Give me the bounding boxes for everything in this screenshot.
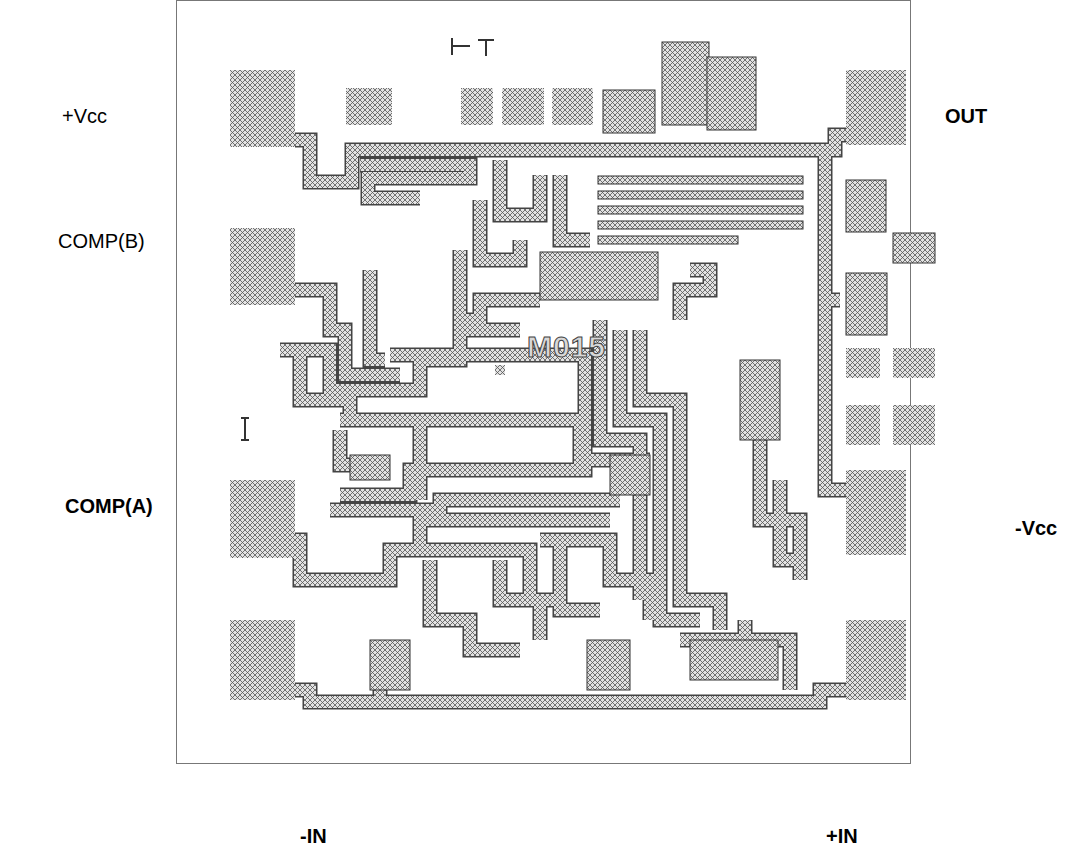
pin-label: OUT <box>945 105 987 127</box>
components <box>350 42 935 690</box>
bond-pads <box>230 70 935 700</box>
die-frame <box>177 1 911 764</box>
pin-label: COMP(A) <box>65 495 153 517</box>
pin-label: +IN <box>826 825 858 847</box>
pin-label: COMP(B) <box>58 230 145 252</box>
layout-marks <box>241 38 505 440</box>
pin-label: -IN <box>300 825 327 847</box>
chip-id: M015 <box>527 330 606 363</box>
resistor-fingers <box>598 176 803 244</box>
pin-label: -Vcc <box>1015 517 1057 539</box>
metal-traces <box>280 135 846 702</box>
pin-label: +Vcc <box>62 105 107 127</box>
